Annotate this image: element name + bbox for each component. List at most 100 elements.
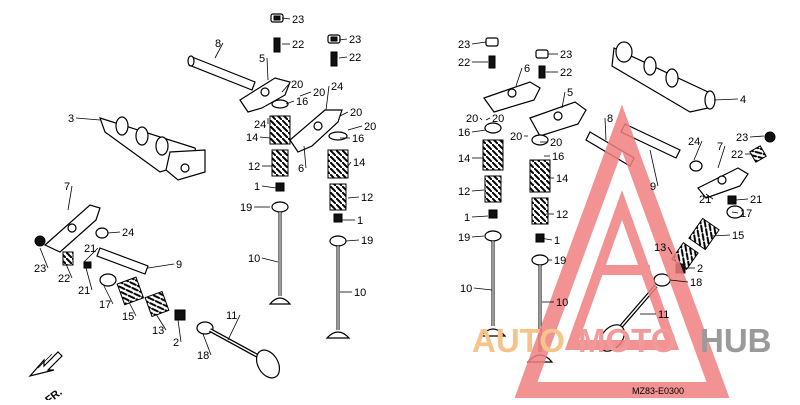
callout-22: 22 [458,57,470,69]
valve-spring-stack-right-b [529,134,551,266]
callout-23: 23 [349,34,361,46]
leader-line [713,98,739,101]
callout-7: 7 [717,141,723,153]
leader-line [281,83,290,93]
callout-14: 14 [353,157,365,169]
leader-line [338,38,348,41]
callout-4: 4 [740,94,746,106]
leader-line [261,257,279,263]
leader-line [471,129,487,133]
leader-line [539,237,553,241]
callout-8: 8 [607,113,613,125]
leader-line [214,42,224,59]
front-marker-label: FR. [43,386,64,400]
callout-3: 3 [68,113,74,125]
nut-23-right-a [485,37,499,47]
valve-10-right-a [479,241,507,337]
callout-18: 18 [690,277,702,289]
adjuster-22-left-b [330,51,338,67]
callout-21: 21 [699,194,711,206]
leader-line [338,56,348,59]
diagram-code: MZ83-E0300 [632,386,684,396]
leader-line [473,287,493,291]
callout-14: 14 [556,173,568,185]
callout-2: 2 [697,263,703,275]
callout-21: 21 [84,243,96,255]
leader-line [103,285,114,305]
valve-spring-stack-lower-left [99,273,214,335]
leader-line [735,198,749,201]
adjuster-22-left-a [273,37,281,53]
rocker-arm-5 [239,77,291,113]
callout-13: 13 [654,242,666,254]
rocker-arm-7-right [697,167,749,199]
callout-19: 19 [240,202,252,214]
leader-line [67,185,73,211]
nut-23-left-a [270,13,284,23]
leader-line [471,41,487,45]
leader-line [705,193,714,200]
leader-line [227,314,241,341]
valve-spring-stack-left-a [269,99,291,213]
callout-20: 20 [550,137,562,149]
leader-line [261,185,277,189]
leader-line [177,319,182,343]
callout-17: 17 [99,299,111,311]
callout-9: 9 [176,259,182,271]
callout-20: 20 [492,113,504,125]
leader-line [711,234,731,237]
callout-23: 23 [458,39,470,51]
leader-line [693,140,703,161]
valve-spring-stack-right-a [482,122,504,242]
watermark-word-c: HUB [700,322,772,359]
leader-line [202,333,212,356]
callout-23: 23 [292,14,304,26]
callout-2: 2 [173,337,179,349]
rocker-shaft-9-left [96,247,149,275]
callout-12: 12 [361,192,373,204]
callout-22: 22 [731,149,743,161]
callout-19: 19 [361,235,373,247]
callout-10: 10 [354,287,366,299]
leader-line [325,85,330,111]
pin-21-left [83,261,92,269]
pin-21-right [727,195,737,205]
watermark-word-b: MOTO [578,322,676,359]
leader-line [259,136,271,139]
callout-20: 20 [510,131,522,143]
adjuster-22-right-b [538,65,546,79]
rocker-arm-6 [289,109,343,153]
leader-line [479,117,483,121]
callout-20: 20 [466,113,478,125]
watermark-wordmark: AUTO MOTO HUB [472,322,772,359]
leader-line [347,125,363,131]
callout-22: 22 [560,67,572,79]
leader-line [669,279,689,283]
leader-line [749,135,765,138]
callout-18: 18 [197,350,209,362]
callout-1: 1 [357,215,363,227]
callout-9: 9 [650,181,656,193]
callout-21: 21 [78,285,90,297]
callout-24: 24 [122,227,134,239]
leader-line [561,91,566,109]
valve-spring-stack-left-b [327,131,349,247]
leader-line [667,246,673,255]
callout-22: 22 [349,52,361,64]
leader-line [127,299,137,317]
leader-line [471,189,485,192]
callout-16: 16 [296,96,308,108]
callout-13: 13 [152,325,164,337]
callout-1: 1 [554,235,560,247]
leader-line [83,247,99,263]
callout-11: 11 [658,309,669,321]
rocker-arm-6-right [483,81,541,113]
callout-16: 16 [552,151,564,163]
nut-23-right-b [535,49,549,59]
callout-6: 6 [524,63,530,75]
nut-23-right-c [764,131,776,143]
valve-10-left-a [268,212,292,305]
callout-24: 24 [331,81,343,93]
callout-16: 16 [458,127,470,139]
